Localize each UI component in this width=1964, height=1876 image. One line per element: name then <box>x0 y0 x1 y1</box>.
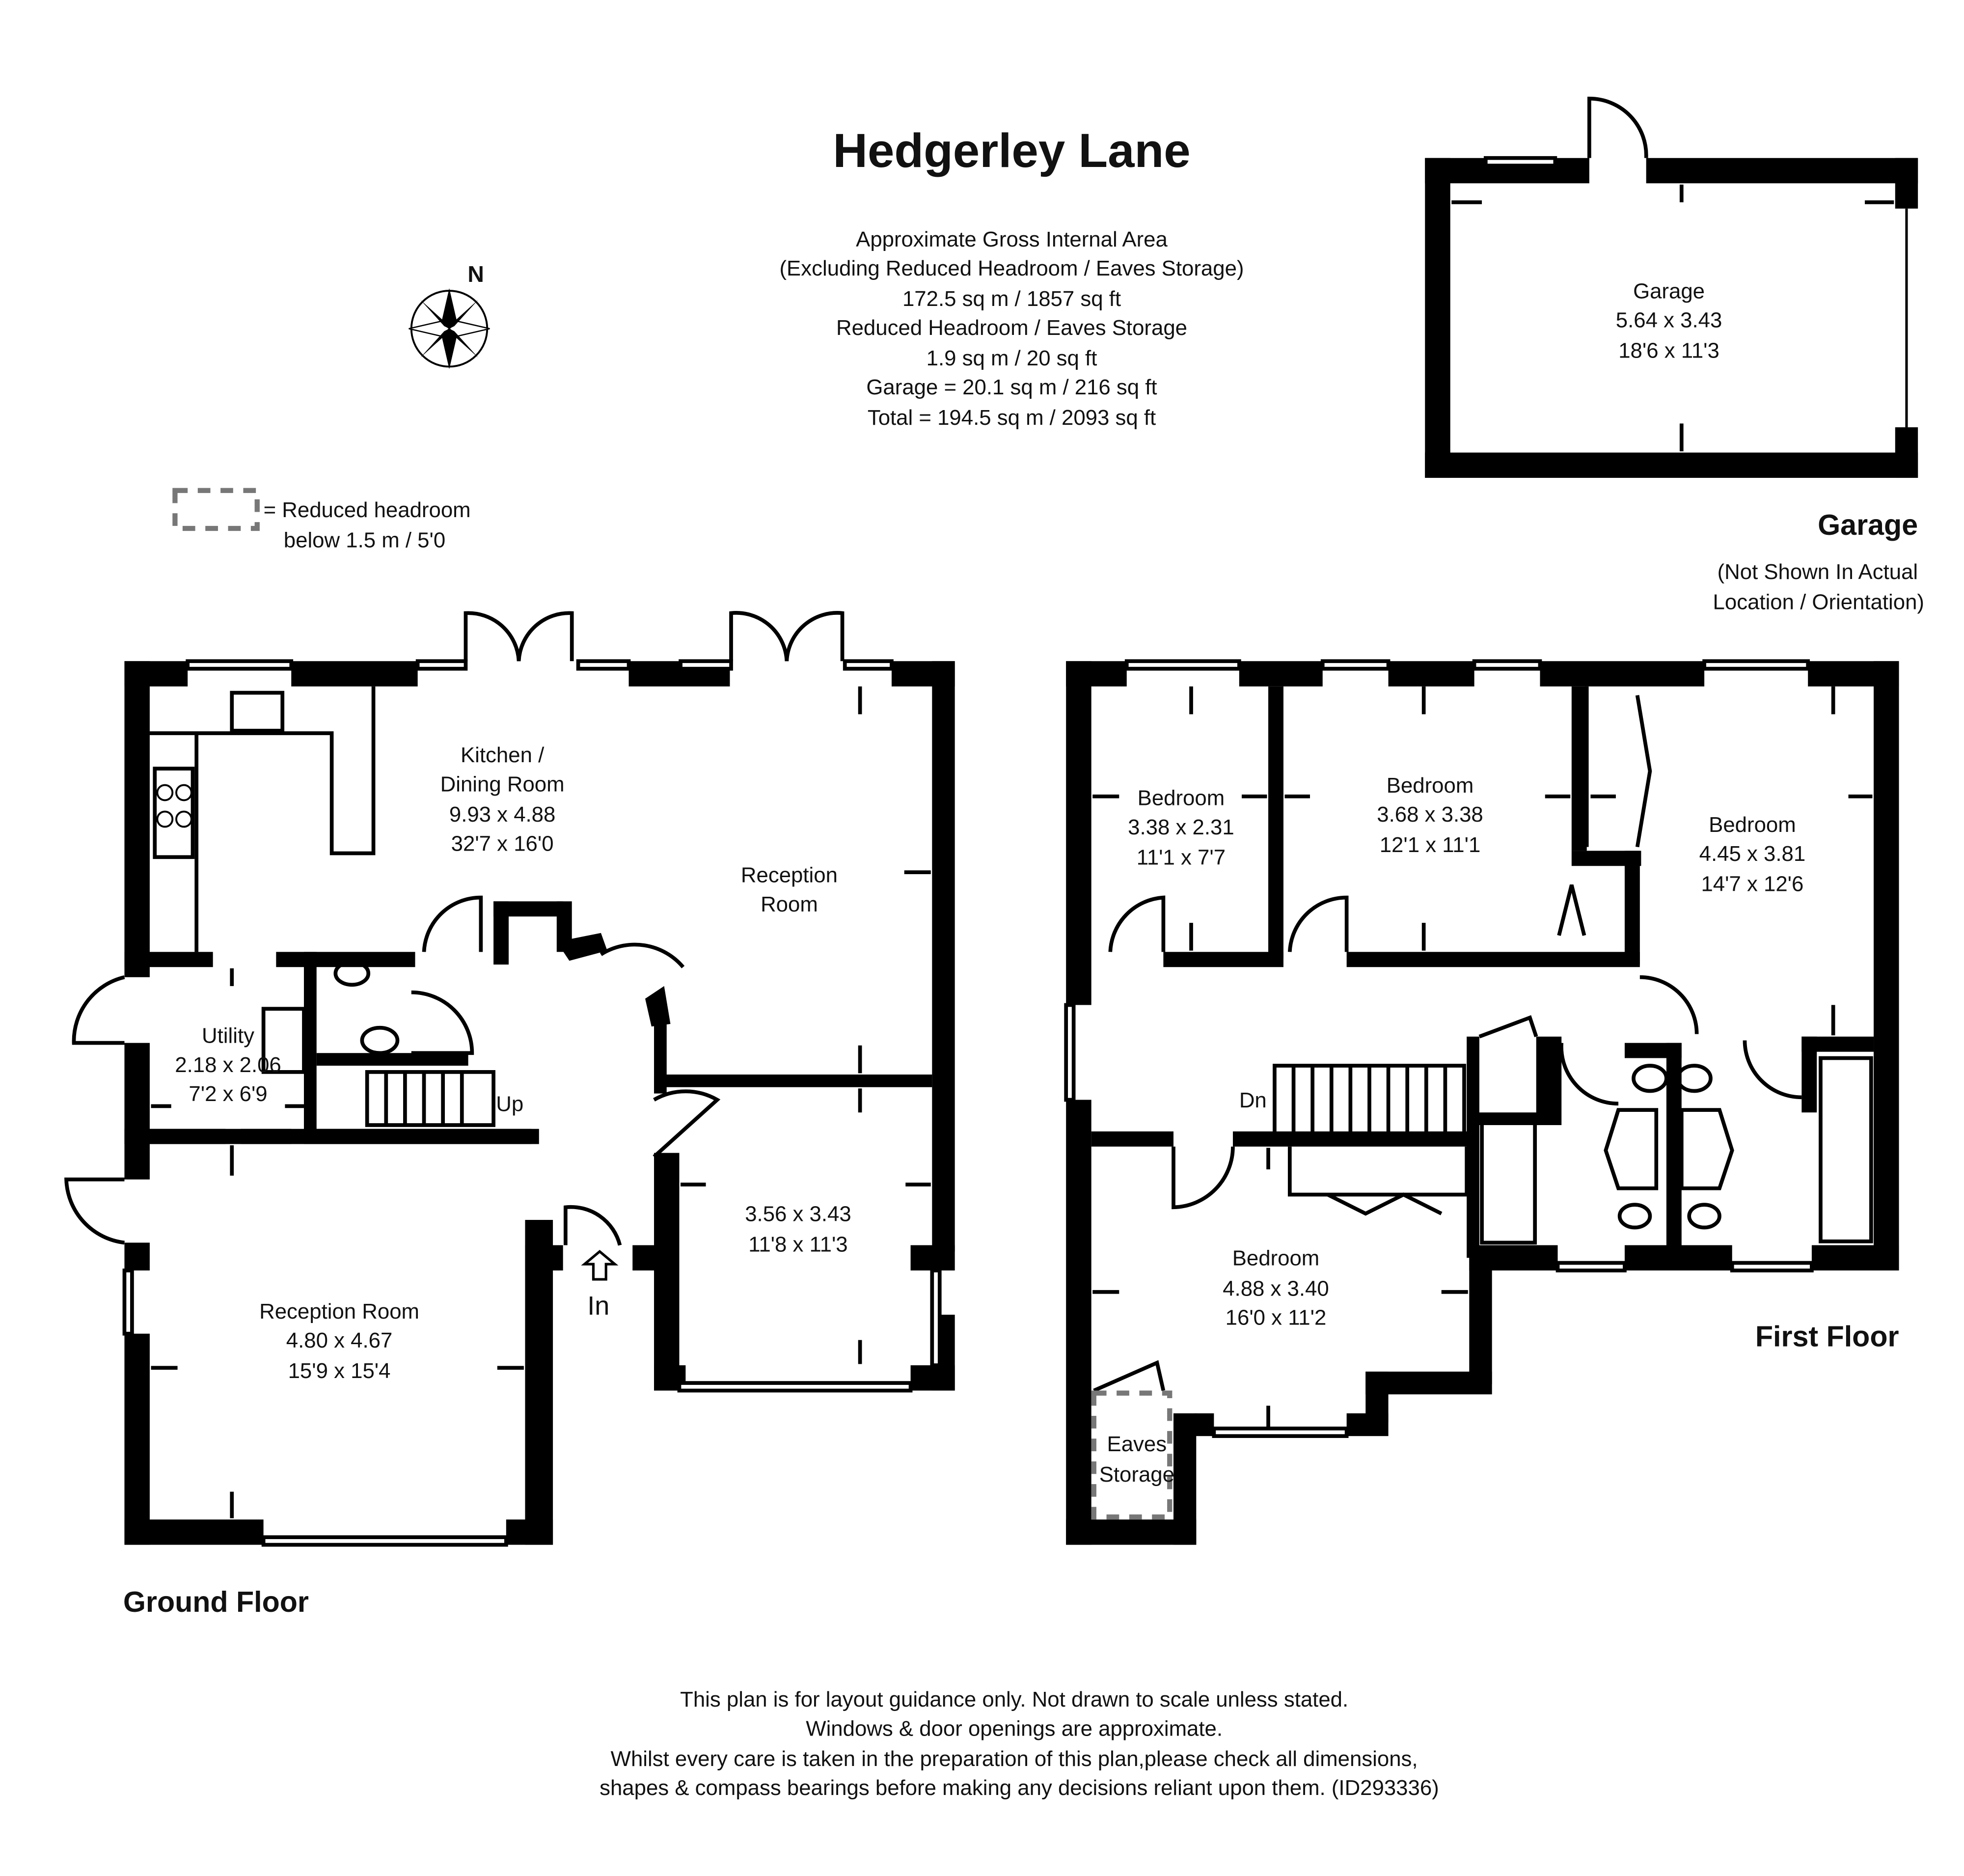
area-line-4: Reduced Headroom / Eaves Storage <box>836 316 1187 340</box>
kitchen-name-2: Dining Room <box>440 772 565 796</box>
eaves-storage-area <box>1091 1390 1173 1520</box>
reception-rear-name-2: Room <box>761 892 818 916</box>
ground-floor-walls <box>124 661 955 1545</box>
bedroom2-dim-ft: 12'1 x 11'1 <box>1380 833 1481 857</box>
first-stairs-label: Dn <box>1239 1088 1267 1112</box>
bedroom1-name: Bedroom <box>1138 786 1225 810</box>
utility-dim-m: 2.18 x 2.06 <box>175 1053 281 1077</box>
reception-rear-name-1: Reception <box>741 863 838 887</box>
ground-floor-label: Ground Floor <box>123 1585 309 1618</box>
garage-walls <box>1425 158 1918 478</box>
garage-dimension-arrows <box>1451 184 1894 451</box>
eaves-name-2: Storage <box>1099 1462 1174 1487</box>
entrance-arrow-icon <box>581 1250 619 1281</box>
eaves-name-1: Eaves <box>1107 1432 1167 1456</box>
first-floor-label: First Floor <box>1755 1320 1899 1352</box>
garage-room-name: Garage <box>1633 279 1705 303</box>
area-line-5: 1.9 sq m / 20 sq ft <box>927 346 1097 370</box>
ground-floor-doors <box>64 611 845 1246</box>
ground-stairs-label: Up <box>496 1092 523 1116</box>
reception-room-dim-ft: 15'9 x 15'4 <box>288 1359 391 1383</box>
first-dimension-arrows <box>1092 686 1873 1428</box>
bedroom3-dim-m: 4.45 x 3.81 <box>1699 842 1806 866</box>
first-floor-stairs <box>1273 1064 1466 1137</box>
ground-floor-windows <box>122 659 942 1547</box>
garage-window <box>1483 156 1557 168</box>
entrance-label: In <box>587 1291 609 1321</box>
bedroom4-name: Bedroom <box>1232 1246 1320 1270</box>
disclaimer-line-1: This plan is for layout guidance only. N… <box>680 1687 1348 1711</box>
reduced-headroom-swatch <box>172 488 260 531</box>
disclaimer-line-3: Whilst every care is taken in the prepar… <box>611 1747 1418 1771</box>
reception-room-dim-m: 4.80 x 4.67 <box>286 1328 392 1352</box>
wardrobes <box>1287 686 1652 1216</box>
plan-title: Hedgerley Lane <box>833 123 1190 177</box>
legend-line-1: = Reduced headroom <box>264 498 471 522</box>
utility-sink-icon <box>261 1007 306 1074</box>
compass-icon <box>409 288 490 369</box>
area-line-7: Total = 194.5 sq m / 2093 sq ft <box>868 406 1156 430</box>
garage-door-swing <box>1587 96 1648 158</box>
kitchen-name-1: Kitchen / <box>461 743 545 767</box>
kitchen-dim-m: 9.93 x 4.88 <box>449 802 556 827</box>
ground-floor-stairs <box>365 1070 495 1127</box>
utility-name: Utility <box>202 1024 254 1048</box>
bedroom4-dim-ft: 16'0 x 11'2 <box>1226 1306 1327 1330</box>
bathroom-fittings <box>1480 1056 1873 1245</box>
utility-dim-ft: 7'2 x 6'9 <box>189 1082 267 1106</box>
garage-note-1: (Not Shown In Actual <box>1718 560 1918 584</box>
bedroom4-dim-m: 4.88 x 3.40 <box>1223 1276 1329 1300</box>
hob-icon <box>156 784 192 828</box>
bedroom1-dim-ft: 11'1 x 7'7 <box>1137 846 1226 870</box>
ground-dimension-arrows <box>151 686 931 1518</box>
front-room-dim-m: 3.56 x 3.43 <box>745 1202 851 1226</box>
first-floor-windows <box>1064 659 1814 1438</box>
area-summary: Approximate Gross Internal Area (Excludi… <box>779 227 1244 430</box>
area-line-6: Garage = 20.1 sq m / 216 sq ft <box>866 375 1157 399</box>
garage-room-dim-ft: 18'6 x 11'3 <box>1618 338 1719 362</box>
bedroom3-name: Bedroom <box>1709 813 1796 837</box>
disclaimer: This plan is for layout guidance only. N… <box>600 1687 1439 1800</box>
bedroom2-name: Bedroom <box>1387 773 1474 798</box>
wc-icon <box>333 960 400 1055</box>
bedroom1-dim-m: 3.38 x 2.31 <box>1128 815 1234 839</box>
garage-note-2: Location / Orientation) <box>1713 590 1924 614</box>
area-line-3: 172.5 sq m / 1857 sq ft <box>902 287 1121 311</box>
area-line-2: (Excluding Reduced Headroom / Eaves Stor… <box>779 256 1244 280</box>
kitchen-units <box>149 686 376 952</box>
garage-caption: Garage <box>1818 508 1918 541</box>
compass-label: N <box>467 261 484 287</box>
area-line-1: Approximate Gross Internal Area <box>856 227 1168 251</box>
disclaimer-line-2: Windows & door openings are approximate. <box>806 1716 1223 1740</box>
reception-room-name: Reception Room <box>259 1299 419 1324</box>
garage-room-dim-m: 5.64 x 3.43 <box>1616 308 1722 332</box>
bedroom2-dim-m: 3.68 x 3.38 <box>1377 802 1483 827</box>
first-floor-doors <box>1093 895 1802 1393</box>
disclaimer-line-4: shapes & compass bearings before making … <box>600 1776 1439 1800</box>
first-floor-walls <box>1066 661 1899 1545</box>
legend-line-2: below 1.5 m / 5'0 <box>284 528 445 552</box>
front-room-dim-ft: 11'8 x 11'3 <box>748 1232 847 1256</box>
kitchen-dim-ft: 32'7 x 16'0 <box>451 831 554 855</box>
bedroom3-dim-ft: 14'7 x 12'6 <box>1701 872 1803 896</box>
